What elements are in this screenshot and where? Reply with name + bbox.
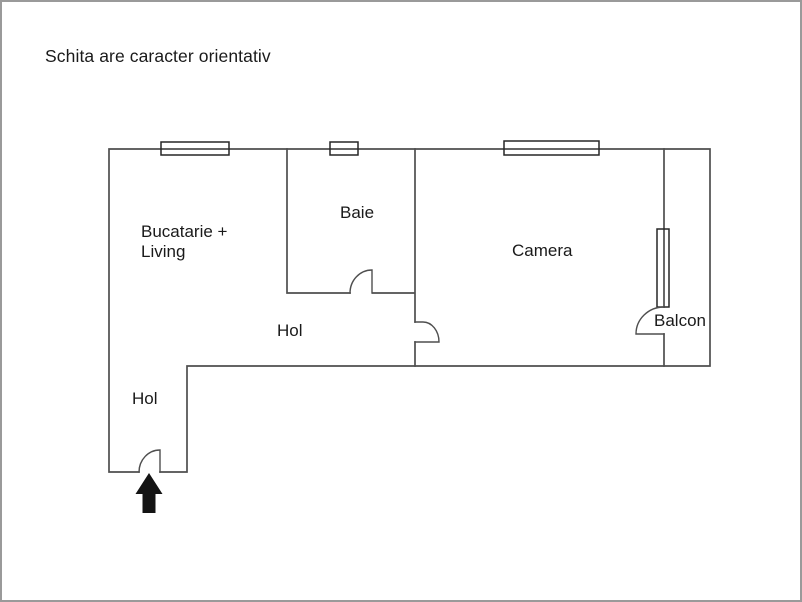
disclaimer-title: Schita are caracter orientativ — [45, 46, 271, 66]
window-camera — [503, 140, 600, 156]
interior-walls — [286, 148, 665, 367]
room-label-hol-entrance: Hol — [132, 389, 158, 408]
room-label-balcon: Balcon — [654, 311, 706, 330]
room-label-baie: Baie — [340, 203, 375, 222]
entrance-door-arc — [138, 449, 161, 473]
entrance-arrow-icon — [135, 473, 163, 513]
room-label-hol: Hol — [277, 321, 303, 340]
window-balcon — [656, 228, 670, 308]
outer-walls — [108, 148, 711, 473]
hol-door-arc — [414, 321, 440, 343]
room-label-line2: Living — [141, 242, 186, 261]
window-bucatarie — [160, 141, 230, 156]
window-baie — [329, 141, 359, 156]
room-label-line1: Bucatarie + — [141, 222, 228, 241]
room-label-camera: Camera — [512, 241, 573, 260]
room-label-bucatarie-living: Bucatarie +Living — [141, 222, 227, 262]
balcon-door-arc — [635, 306, 665, 335]
baie-door-arc — [349, 269, 373, 294]
